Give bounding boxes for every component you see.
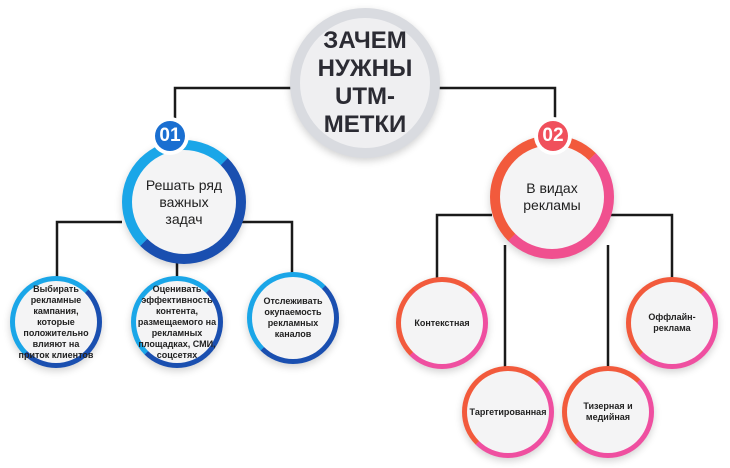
task-circle: Отслеживать окупаемость рекламных канало… [247, 272, 339, 364]
task-label: Выбирать рекламные кампания, которые пол… [18, 283, 94, 360]
branch-1-label: Решать ряд важных задач [145, 176, 223, 227]
branch-2-circle: В видах рекламы [490, 135, 614, 259]
badge-number: 01 [155, 121, 185, 151]
branch-1-circle: Решать ряд важных задач [122, 140, 246, 264]
central-title: ЗАЧЕМ НУЖНЫ UTM-МЕТКИ [317, 27, 413, 138]
ad-type-circle: Оффлайн-реклама [626, 277, 718, 369]
task-label: Отслеживать окупаемость рекламных канало… [263, 296, 323, 339]
ad-type-circle: Контекстная [396, 277, 488, 369]
task-circle: Оценивать эффективность контента, размещ… [131, 276, 223, 368]
ad-type-circle: Тизерная и медийная [562, 366, 654, 458]
branch-2-badge: 02 [534, 117, 572, 155]
branch-1-badge: 01 [151, 117, 189, 155]
task-circle: Выбирать рекламные кампания, которые пол… [10, 276, 102, 368]
badge-number: 02 [538, 121, 568, 151]
ad-type-circle: Таргетированная [462, 366, 554, 458]
central-title-circle: ЗАЧЕМ НУЖНЫ UTM-МЕТКИ [290, 8, 440, 158]
ad-type-label: Таргетированная [469, 406, 547, 417]
ad-type-label: Тизерная и медийная [583, 401, 633, 422]
task-label: Оценивать эффективность контента, размещ… [137, 283, 217, 360]
ad-type-label: Оффлайн-реклама [648, 312, 696, 333]
ad-type-label: Контекстная [414, 317, 470, 328]
branch-2-label: В видах рекламы [523, 180, 581, 213]
